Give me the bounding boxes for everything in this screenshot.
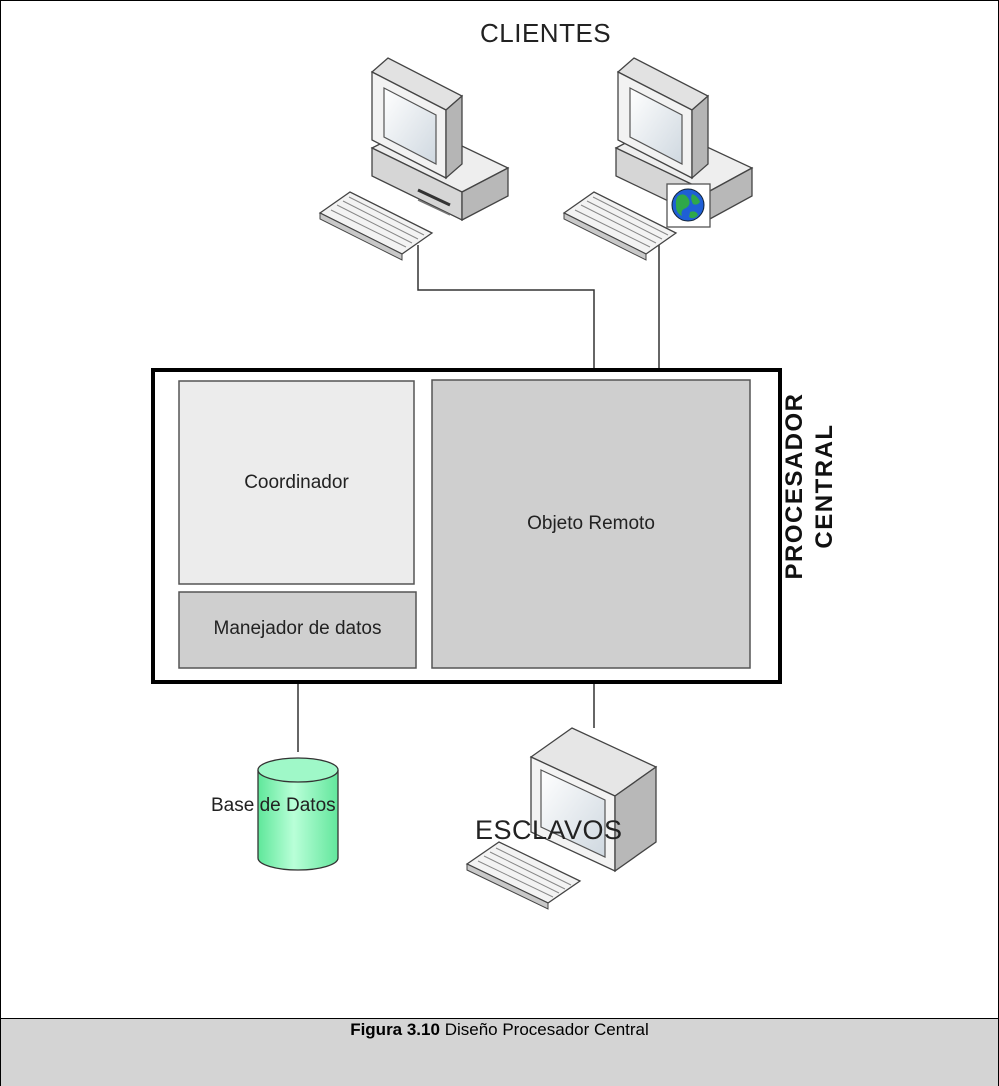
objeto-remoto-label: Objeto Remoto <box>527 513 655 535</box>
coordinador-box <box>178 380 415 585</box>
procesador-line1: PROCESADOR <box>781 392 808 580</box>
globe-icon <box>666 183 711 228</box>
clientes-label: CLIENTES <box>480 18 612 48</box>
database-icon <box>257 757 339 871</box>
base-de-datos-label: Base de Datos <box>211 795 336 816</box>
procesador-central-label: PROCESADOR CENTRAL <box>780 336 840 636</box>
figure-caption: Figura 3.10 Diseño Procesador Central <box>0 1020 999 1040</box>
manejador-label-text: Manejador de datos <box>213 618 382 640</box>
manejador-box <box>178 591 417 669</box>
procesador-line2: CENTRAL <box>811 423 838 549</box>
coordinador-label: Coordinador <box>244 471 349 493</box>
figure-title: Diseño Procesador Central <box>444 1020 649 1039</box>
caption-band <box>1 1018 998 1086</box>
figure-number: Figura 3.10 <box>350 1020 440 1039</box>
slave-computer-icon <box>465 727 658 910</box>
objeto-remoto-box <box>431 379 751 669</box>
client1-connector <box>417 245 595 380</box>
manejador-label: Manejador de datos <box>179 592 416 666</box>
client-computer-1-icon <box>318 57 510 261</box>
esclavos-label: ESCLAVOS <box>475 815 623 845</box>
client-computer-2-icon <box>562 57 754 261</box>
